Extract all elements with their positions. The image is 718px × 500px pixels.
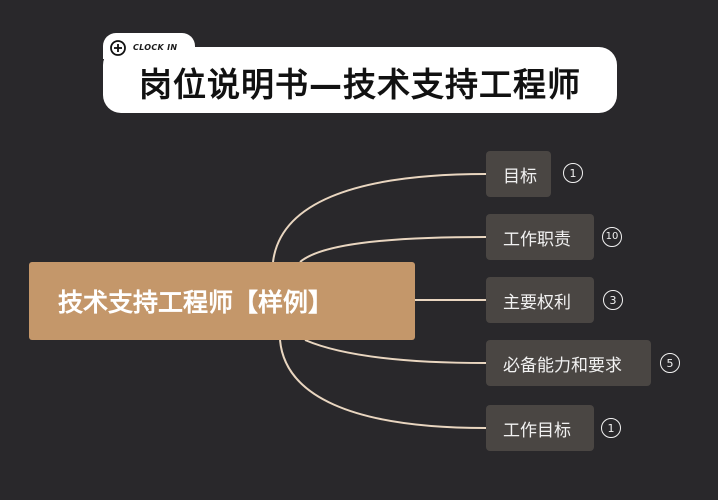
child-count-badge[interactable]: 1 (563, 163, 583, 183)
branch-label: 工作职责 (503, 229, 571, 250)
branch-node-responsibilities[interactable]: 工作职责 (486, 214, 594, 260)
child-count-badge[interactable]: 3 (603, 290, 623, 310)
plus-circle-icon (110, 40, 126, 56)
connector-line (272, 173, 487, 263)
branch-label: 主要权利 (503, 292, 571, 313)
branch-node-work-goals[interactable]: 工作目标 (486, 405, 594, 451)
branch-label: 工作目标 (503, 420, 571, 441)
branch-label: 目标 (503, 166, 537, 187)
central-topic-node[interactable]: 技术支持工程师【样例】 (29, 262, 415, 340)
connector-line (279, 339, 487, 429)
title-banner (103, 47, 617, 113)
page-title: 岗位说明书—技术支持工程师 (139, 65, 581, 104)
connector-line (304, 339, 487, 364)
branch-node-requirements[interactable]: 必备能力和要求 (486, 340, 651, 386)
child-count-badge[interactable]: 5 (660, 353, 680, 373)
child-count-badge[interactable]: 1 (601, 418, 621, 438)
child-count-badge[interactable]: 10 (602, 227, 622, 247)
branch-node-rights[interactable]: 主要权利 (486, 277, 594, 323)
connector-line (299, 236, 487, 263)
branch-node-goal[interactable]: 目标 (486, 151, 551, 197)
branch-label: 必备能力和要求 (503, 355, 622, 376)
central-topic-label: 技术支持工程师【样例】 (58, 288, 334, 317)
clock-in-label: CLOCK IN (133, 43, 178, 52)
